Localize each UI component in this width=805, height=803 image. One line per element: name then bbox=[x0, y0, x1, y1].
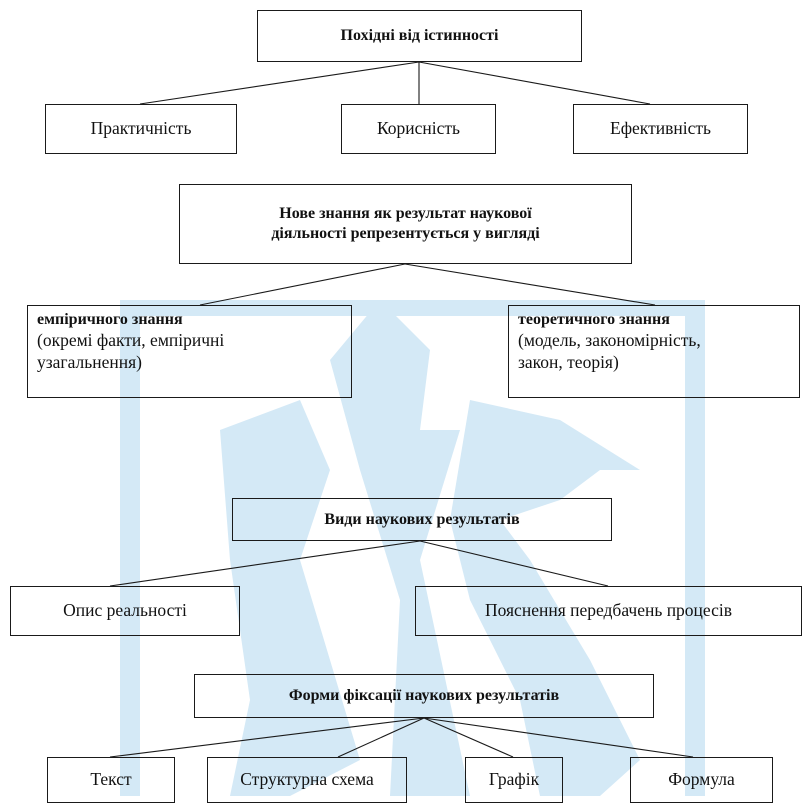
connector-line bbox=[109, 540, 421, 587]
node-fixation-forms: Форми фіксації наукових результатів bbox=[194, 674, 654, 718]
node-label: Форми фіксації наукових результатів bbox=[288, 687, 560, 704]
node-label: Формула bbox=[668, 769, 735, 790]
node-result-types: Види наукових результатів bbox=[232, 498, 612, 541]
node-label: Опис реальності bbox=[63, 600, 187, 621]
node-text: Текст bbox=[47, 757, 175, 803]
connector-line bbox=[139, 61, 420, 105]
node-structural-scheme: Структурна схема bbox=[207, 757, 407, 803]
node-theoretical-knowledge: теоретичного знання (модель, закономірні… bbox=[508, 305, 800, 398]
node-efficiency: Ефективність bbox=[573, 104, 748, 154]
node-empirical-knowledge: емпіричного знання (окремі факти, емпіри… bbox=[27, 305, 352, 398]
node-label: Похідні від істинності bbox=[340, 27, 499, 44]
node-title: емпіричного знання bbox=[37, 311, 183, 328]
connector-line bbox=[404, 263, 656, 306]
node-label: Ефективність bbox=[610, 118, 711, 139]
connector-line bbox=[423, 717, 694, 758]
connector-line bbox=[109, 717, 425, 758]
node-reality-description: Опис реальності bbox=[10, 586, 240, 636]
node-label: Пояснення передбачень процесів bbox=[484, 600, 733, 621]
node-usefulness: Корисність bbox=[341, 104, 496, 154]
node-label-line2: діяльності репрезентується у вигляді bbox=[271, 225, 540, 242]
node-practicality: Практичність bbox=[45, 104, 237, 154]
node-desc-line1: (окремі факти, емпіричні bbox=[37, 330, 225, 350]
connector-line bbox=[199, 263, 406, 306]
node-label: Графік bbox=[488, 769, 540, 790]
node-predictions-explanation: Пояснення передбачень процесів bbox=[415, 586, 802, 636]
node-label: Практичність bbox=[90, 118, 192, 139]
node-label: Текст bbox=[90, 769, 132, 790]
node-label: Корисність bbox=[376, 118, 461, 139]
connector-line bbox=[337, 717, 425, 758]
node-derived-from-truth: Похідні від істинності bbox=[257, 10, 582, 62]
node-new-knowledge: Нове знання як результат наукової діяльн… bbox=[179, 184, 632, 264]
node-title: теоретичного знання bbox=[518, 311, 670, 328]
node-formula: Формула bbox=[630, 757, 773, 803]
node-label: Види наукових результатів bbox=[324, 510, 520, 528]
node-desc-line1: (модель, закономірність, bbox=[518, 330, 701, 350]
node-desc-line2: закон, теорія) bbox=[518, 351, 619, 372]
node-label-line1: Нове знання як результат наукової bbox=[279, 205, 532, 222]
node-label: Структурна схема bbox=[240, 769, 374, 790]
connector-line bbox=[423, 717, 514, 758]
node-desc-line2: узагальнення) bbox=[37, 351, 142, 372]
connector-line bbox=[419, 540, 609, 587]
connector-line bbox=[418, 61, 651, 105]
node-graph: Графік bbox=[465, 757, 563, 803]
